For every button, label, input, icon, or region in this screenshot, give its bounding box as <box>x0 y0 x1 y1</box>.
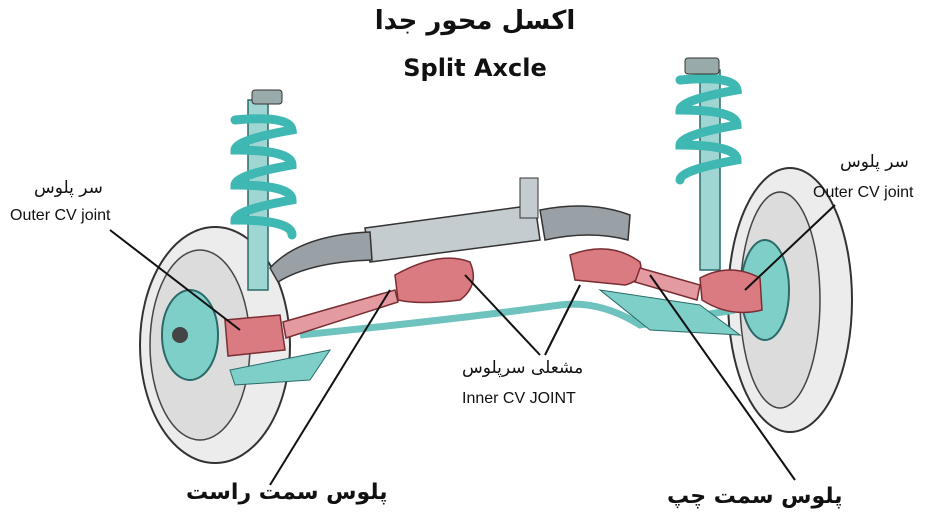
label-left-shaft: پلوس سمت چپ <box>667 484 843 509</box>
leader-lines <box>109 204 836 486</box>
left-drive-shaft <box>224 257 475 357</box>
leader-left-shaft <box>649 274 796 481</box>
leader-inner-1 <box>464 274 541 356</box>
stabilizer-bar <box>229 289 742 386</box>
label-inner-fa: مشعلی سرپلوس <box>462 358 584 378</box>
label-outer-left-fa: سر پلوس <box>34 178 103 198</box>
title-persian: اکسل محور جدا <box>374 6 576 36</box>
leader-outer-left <box>109 229 241 331</box>
leader-right-shaft <box>269 289 391 486</box>
right-strut <box>675 57 743 271</box>
left-strut <box>230 89 298 291</box>
label-outer-left-en: Outer CV joint <box>10 207 111 224</box>
label-outer-right-fa: سر پلوس <box>840 152 909 172</box>
title-english: Split Axcle <box>403 54 547 82</box>
leader-inner-2 <box>544 284 581 356</box>
label-outer-right-en: Outer CV joint <box>813 184 914 201</box>
label-inner-en: Inner CV JOINT <box>462 390 576 407</box>
label-right-shaft: پلوس سمت راست <box>186 480 388 505</box>
leader-outer-right <box>744 204 836 291</box>
steering-rack <box>269 177 631 284</box>
